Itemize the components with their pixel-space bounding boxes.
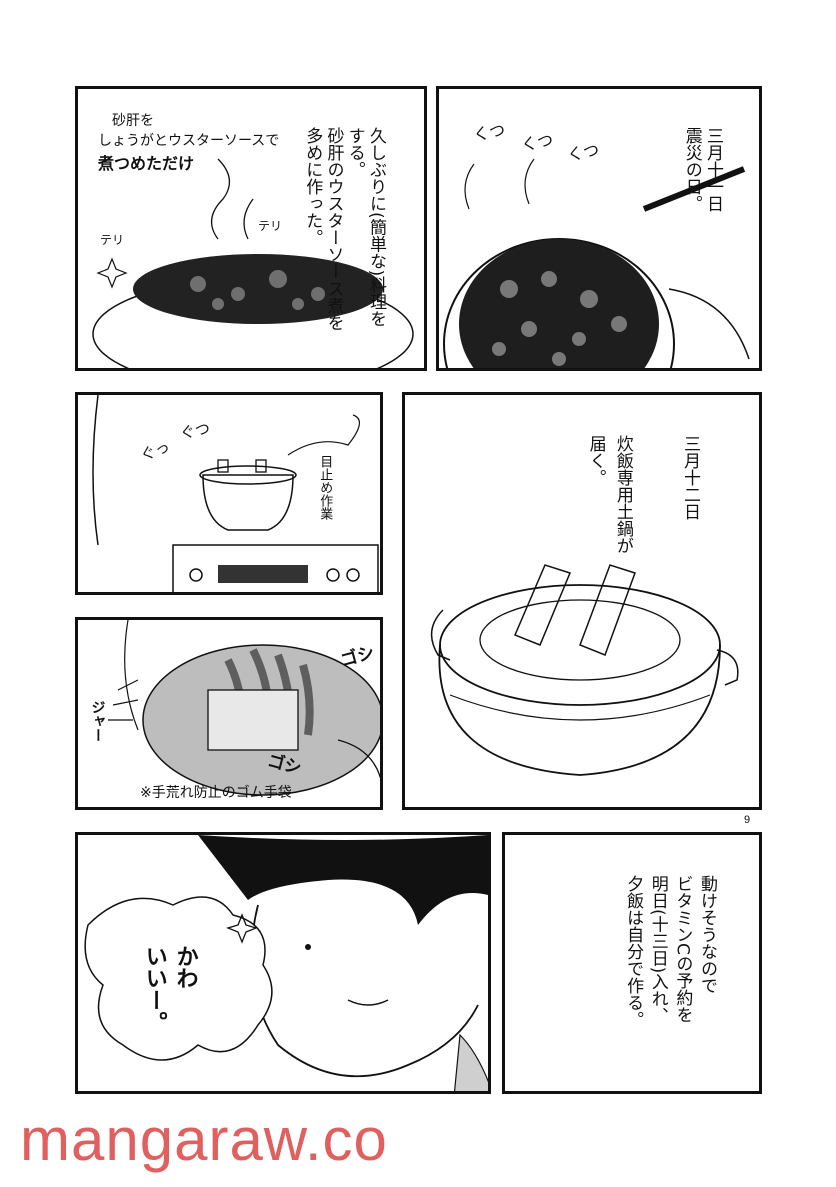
sfx-teri-left: テリ — [100, 233, 125, 247]
panel-7: 動けそうなので ビタミンCの予約を 明日(十三日)入れ、 夕飯は自分で作る。 — [502, 832, 762, 1094]
panel-2: 三月十一日 震災の日。 くつ くつ くつ — [436, 86, 762, 371]
sparkle-icon — [96, 257, 128, 289]
speech-kawaii: かわ いいー。 — [141, 945, 198, 1033]
donabe-pot-illustration — [430, 564, 739, 776]
note-medome: 目止め作業 — [317, 455, 333, 520]
washing-pot-illustration — [108, 620, 380, 796]
panel-4: 三月十二日 炊飯専用土鍋が 届く。 — [402, 392, 762, 810]
caption-panel-1: 久しぶりに(簡単な)料理を する。 砂肝のウスターソース煮を 多めに作った。 — [302, 127, 386, 331]
panel-1: 久しぶりに(簡単な)料理を する。 砂肝のウスターソース煮を 多めに作った。 砂… — [75, 86, 427, 371]
pan-illustration — [443, 158, 750, 368]
panel-3: ぐっ ぐつ 目止め作業 — [75, 392, 383, 595]
sfx-jaa: ジャー — [89, 700, 106, 742]
sfx-teri-right: テリ — [258, 219, 283, 233]
footnote-gloves: ※手荒れ防止のゴム手袋 — [140, 785, 292, 801]
caption-panel-4: 三月十二日 炊飯専用土鍋が 届く。 — [585, 435, 700, 554]
caption-panel-2: 三月十一日 震災の日。 — [681, 127, 723, 212]
caption-panel-7: 動けそうなので ビタミンCの予約を 明日(十三日)入れ、 夕飯は自分で作る。 — [623, 875, 717, 1028]
plate-illustration — [92, 158, 414, 368]
watermark: mangaraw.co — [20, 1106, 388, 1173]
stove-illustration — [92, 395, 379, 592]
panel-6: かわ いいー。 — [75, 832, 491, 1094]
cat-illustration — [84, 835, 488, 1091]
panel-5: ジャー ゴシ ゴシ ※手荒れ防止のゴム手袋 — [75, 617, 383, 810]
speech-bubble-shape — [84, 896, 273, 1061]
note-panel-1: 砂肝を しょうがとウスターソースで 煮つめただけ — [98, 113, 280, 173]
star-icon — [226, 913, 258, 944]
page-number: 9 — [744, 814, 751, 826]
